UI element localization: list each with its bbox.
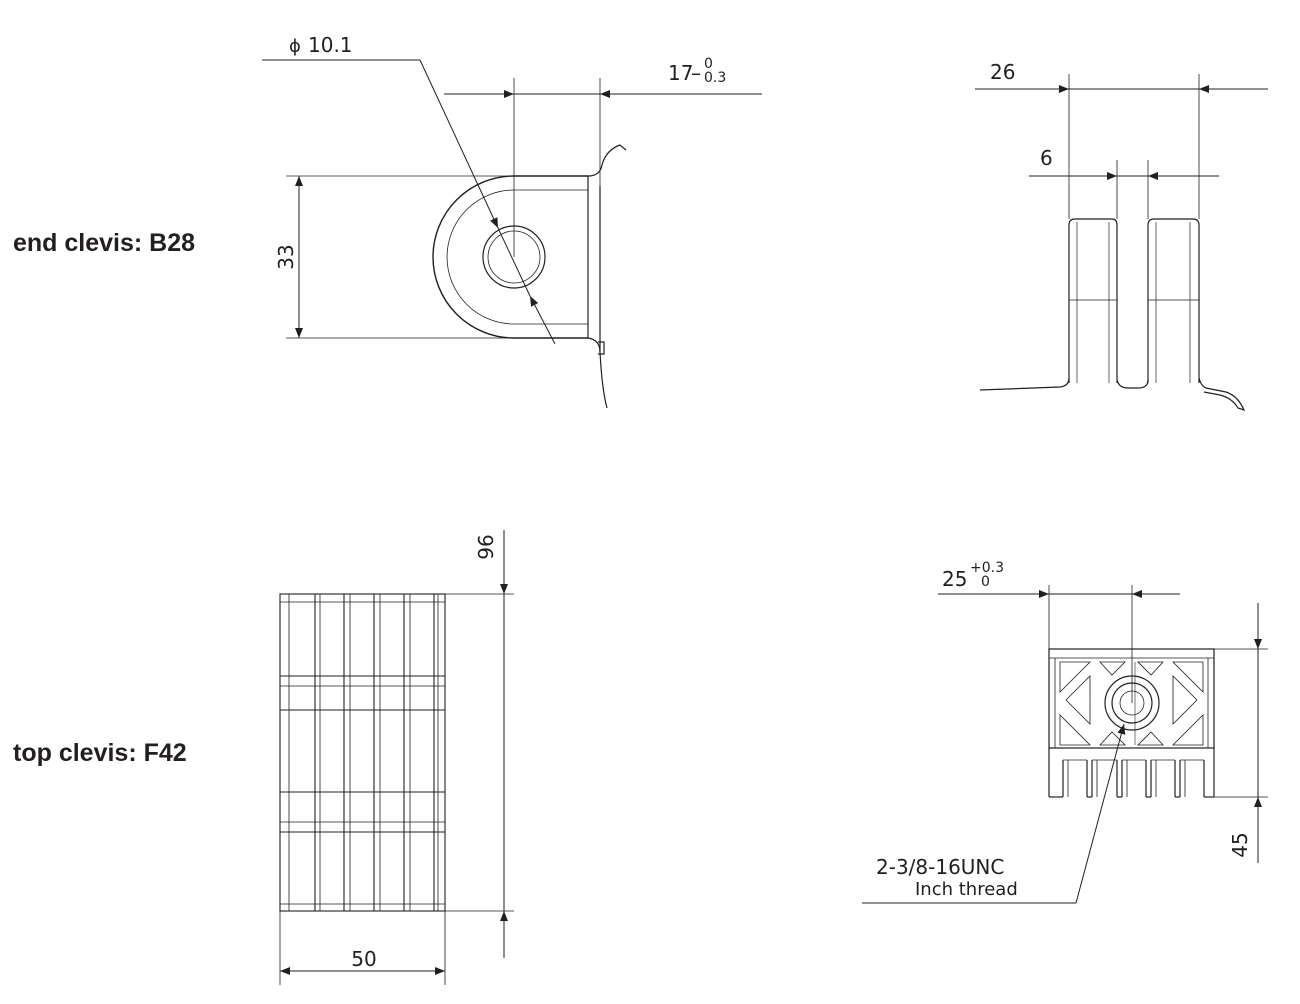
end-clevis-front-view	[979, 218, 1246, 411]
end-clevis-side-dimensions	[262, 59, 762, 345]
top-clevis-front-dimensions	[862, 585, 1268, 904]
offset-25-nominal: 25	[942, 567, 967, 591]
diameter-symbol: ϕ	[289, 36, 301, 57]
slot-6: 6	[1040, 146, 1053, 170]
top-clevis-side-view	[279, 593, 446, 912]
end-clevis-label: end clevis: B28	[13, 229, 196, 257]
height-33: 33	[274, 244, 298, 269]
height-45: 45	[1228, 832, 1252, 857]
width-50: 50	[351, 947, 376, 971]
top-clevis-front-view	[1048, 648, 1215, 798]
top-clevis-side-dimensions	[279, 530, 514, 985]
diameter-value: 10.1	[308, 33, 353, 57]
offset-tolerance-lower: 0.3	[704, 70, 726, 86]
offset-25-tolerance-upper: +0.3	[970, 560, 1004, 576]
width-26: 26	[990, 60, 1015, 84]
top-clevis-label: top clevis: F42	[13, 739, 187, 767]
offset-25-tolerance-lower: 0	[981, 574, 990, 590]
height-96: 96	[474, 534, 498, 559]
thread-spec: 2-3/8-16UNC	[876, 855, 1004, 879]
end-clevis-front-dimensions	[975, 74, 1268, 219]
thread-note: Inch thread	[915, 879, 1018, 900]
offset-nominal: 17	[668, 61, 693, 85]
end-clevis-side-view	[432, 144, 627, 409]
offset-tolerance-upper: 0	[704, 56, 713, 72]
offset-tolerance-dash: –	[691, 61, 701, 85]
